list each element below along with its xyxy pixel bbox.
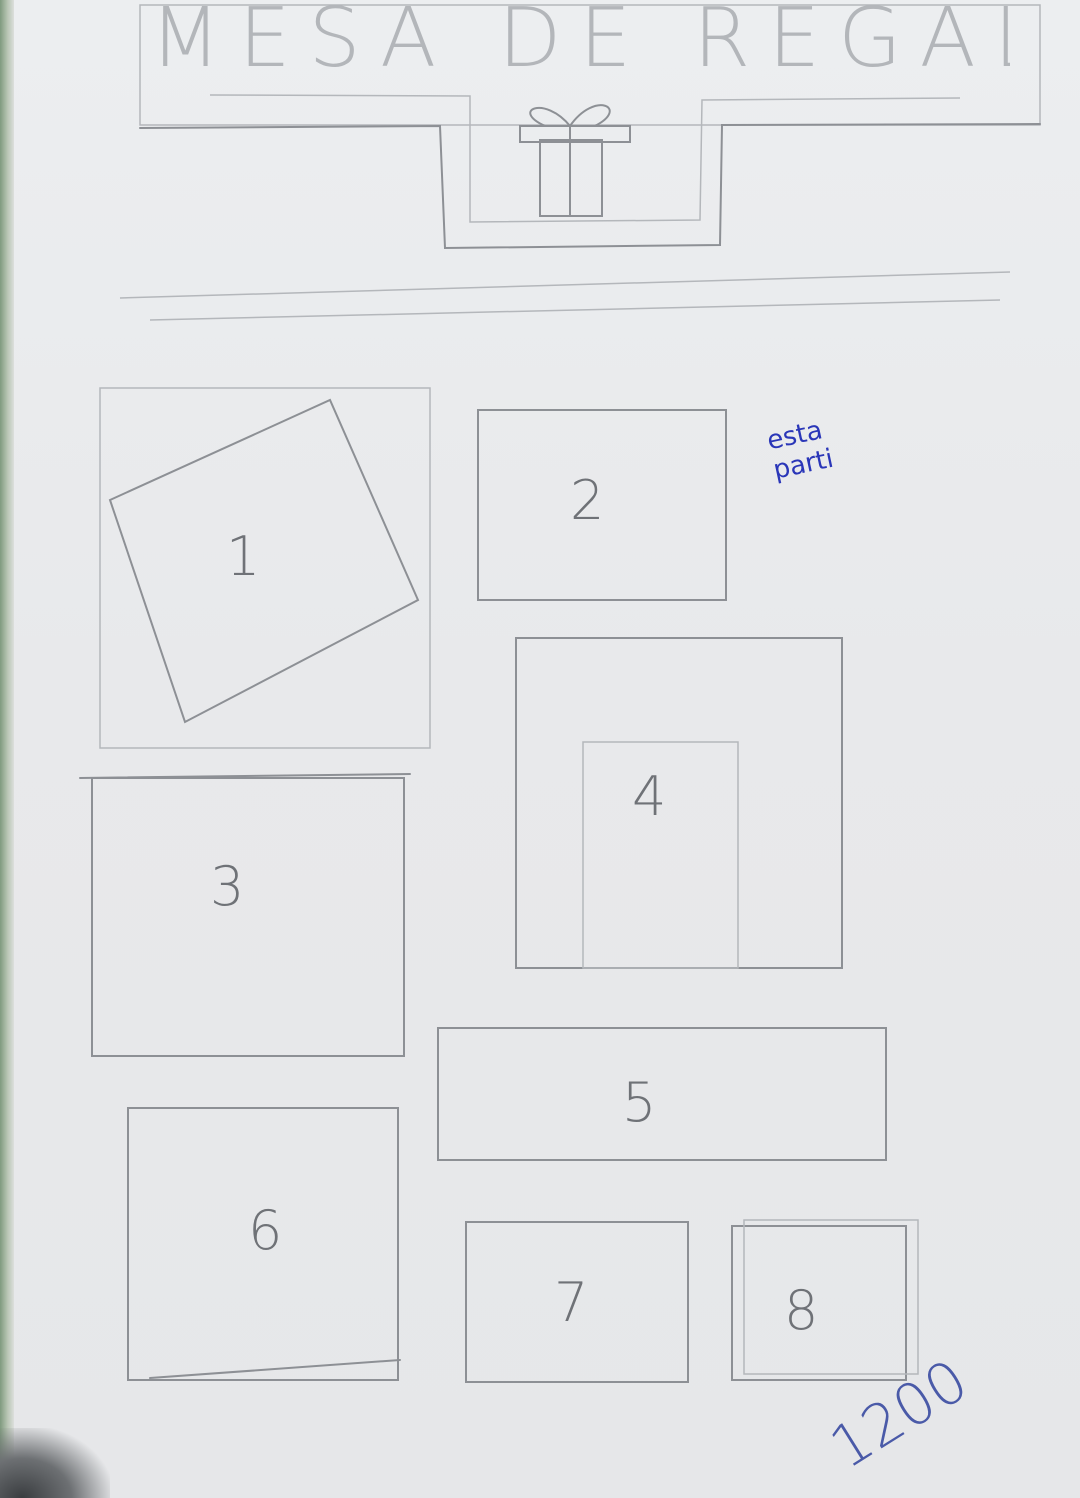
box-3-frame	[79, 773, 411, 1057]
gift-box-icon	[519, 104, 631, 217]
box-2-label: 2	[570, 469, 605, 532]
handwritten-note: esta parti	[764, 414, 836, 485]
box-3-label: 3	[210, 855, 245, 918]
box-2-frame	[477, 409, 727, 601]
header-title: MESA DE REGALO	[150, 0, 1010, 78]
header-banner	[119, 4, 1041, 321]
corner-shadow	[0, 1428, 110, 1498]
box-5-label: 5	[622, 1071, 657, 1134]
box-6-label: 6	[248, 1199, 283, 1262]
box-8-frame	[731, 1219, 919, 1381]
box-8-label: 8	[784, 1279, 819, 1342]
box-6-frame	[127, 1107, 401, 1381]
box-4-frame	[515, 637, 843, 969]
box-4-label: 4	[632, 765, 667, 828]
box-1-label: 1	[226, 525, 261, 588]
box-7-label: 7	[554, 1271, 589, 1334]
box-5-frame	[437, 1027, 887, 1161]
notebook-spine	[0, 0, 14, 1498]
box-1-frame	[99, 387, 431, 749]
box-7-frame	[465, 1221, 689, 1383]
sketch-paper	[14, 0, 1080, 1498]
